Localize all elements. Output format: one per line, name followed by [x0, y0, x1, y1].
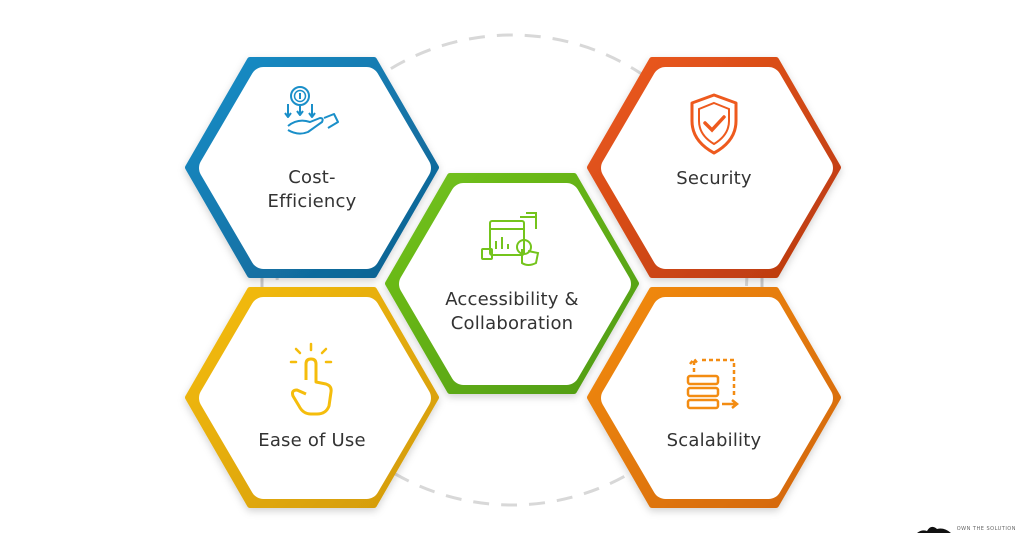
label-line: Collaboration [450, 313, 574, 334]
cloud-logo-icon [916, 526, 951, 533]
hexagon-inner [399, 183, 631, 385]
logo-text: OWN THE SOLUTION [956, 526, 1016, 532]
label-security: Security [614, 167, 814, 191]
dashboard-touch-icon [481, 212, 540, 266]
hexagon-node-accessibility-collaboration [385, 173, 639, 394]
label-line: Efficiency [267, 191, 357, 212]
brand-logo: OWN THE SOLUTION [916, 524, 1016, 534]
label-line: Accessibility & [445, 289, 579, 310]
hexagon-node-scalability [587, 287, 841, 508]
label-accessibility-collaboration: Accessibility & Collaboration [412, 288, 612, 336]
hexagon-inner [199, 67, 431, 269]
label-line: Ease of Use [258, 430, 366, 451]
shield-check-icon [690, 93, 738, 155]
tap-finger-icon [289, 342, 333, 416]
hexagon-node-ease-of-use [185, 287, 439, 508]
hexagon-inner [601, 67, 833, 269]
server-scale-icon [686, 356, 740, 410]
label-scalability: Scalability [614, 429, 814, 453]
label-line: Security [676, 168, 752, 189]
money-hand-icon [284, 86, 339, 135]
label-cost-efficiency: Cost- Efficiency [212, 166, 412, 214]
hexagon-node-cost-efficiency [185, 57, 439, 278]
hexagon-inner [199, 297, 431, 499]
label-line: Cost- [288, 167, 336, 188]
label-ease-of-use: Ease of Use [212, 429, 412, 453]
hexagon-inner [601, 297, 833, 499]
hexagon-node-security [587, 57, 841, 278]
label-line: Scalability [666, 430, 762, 451]
